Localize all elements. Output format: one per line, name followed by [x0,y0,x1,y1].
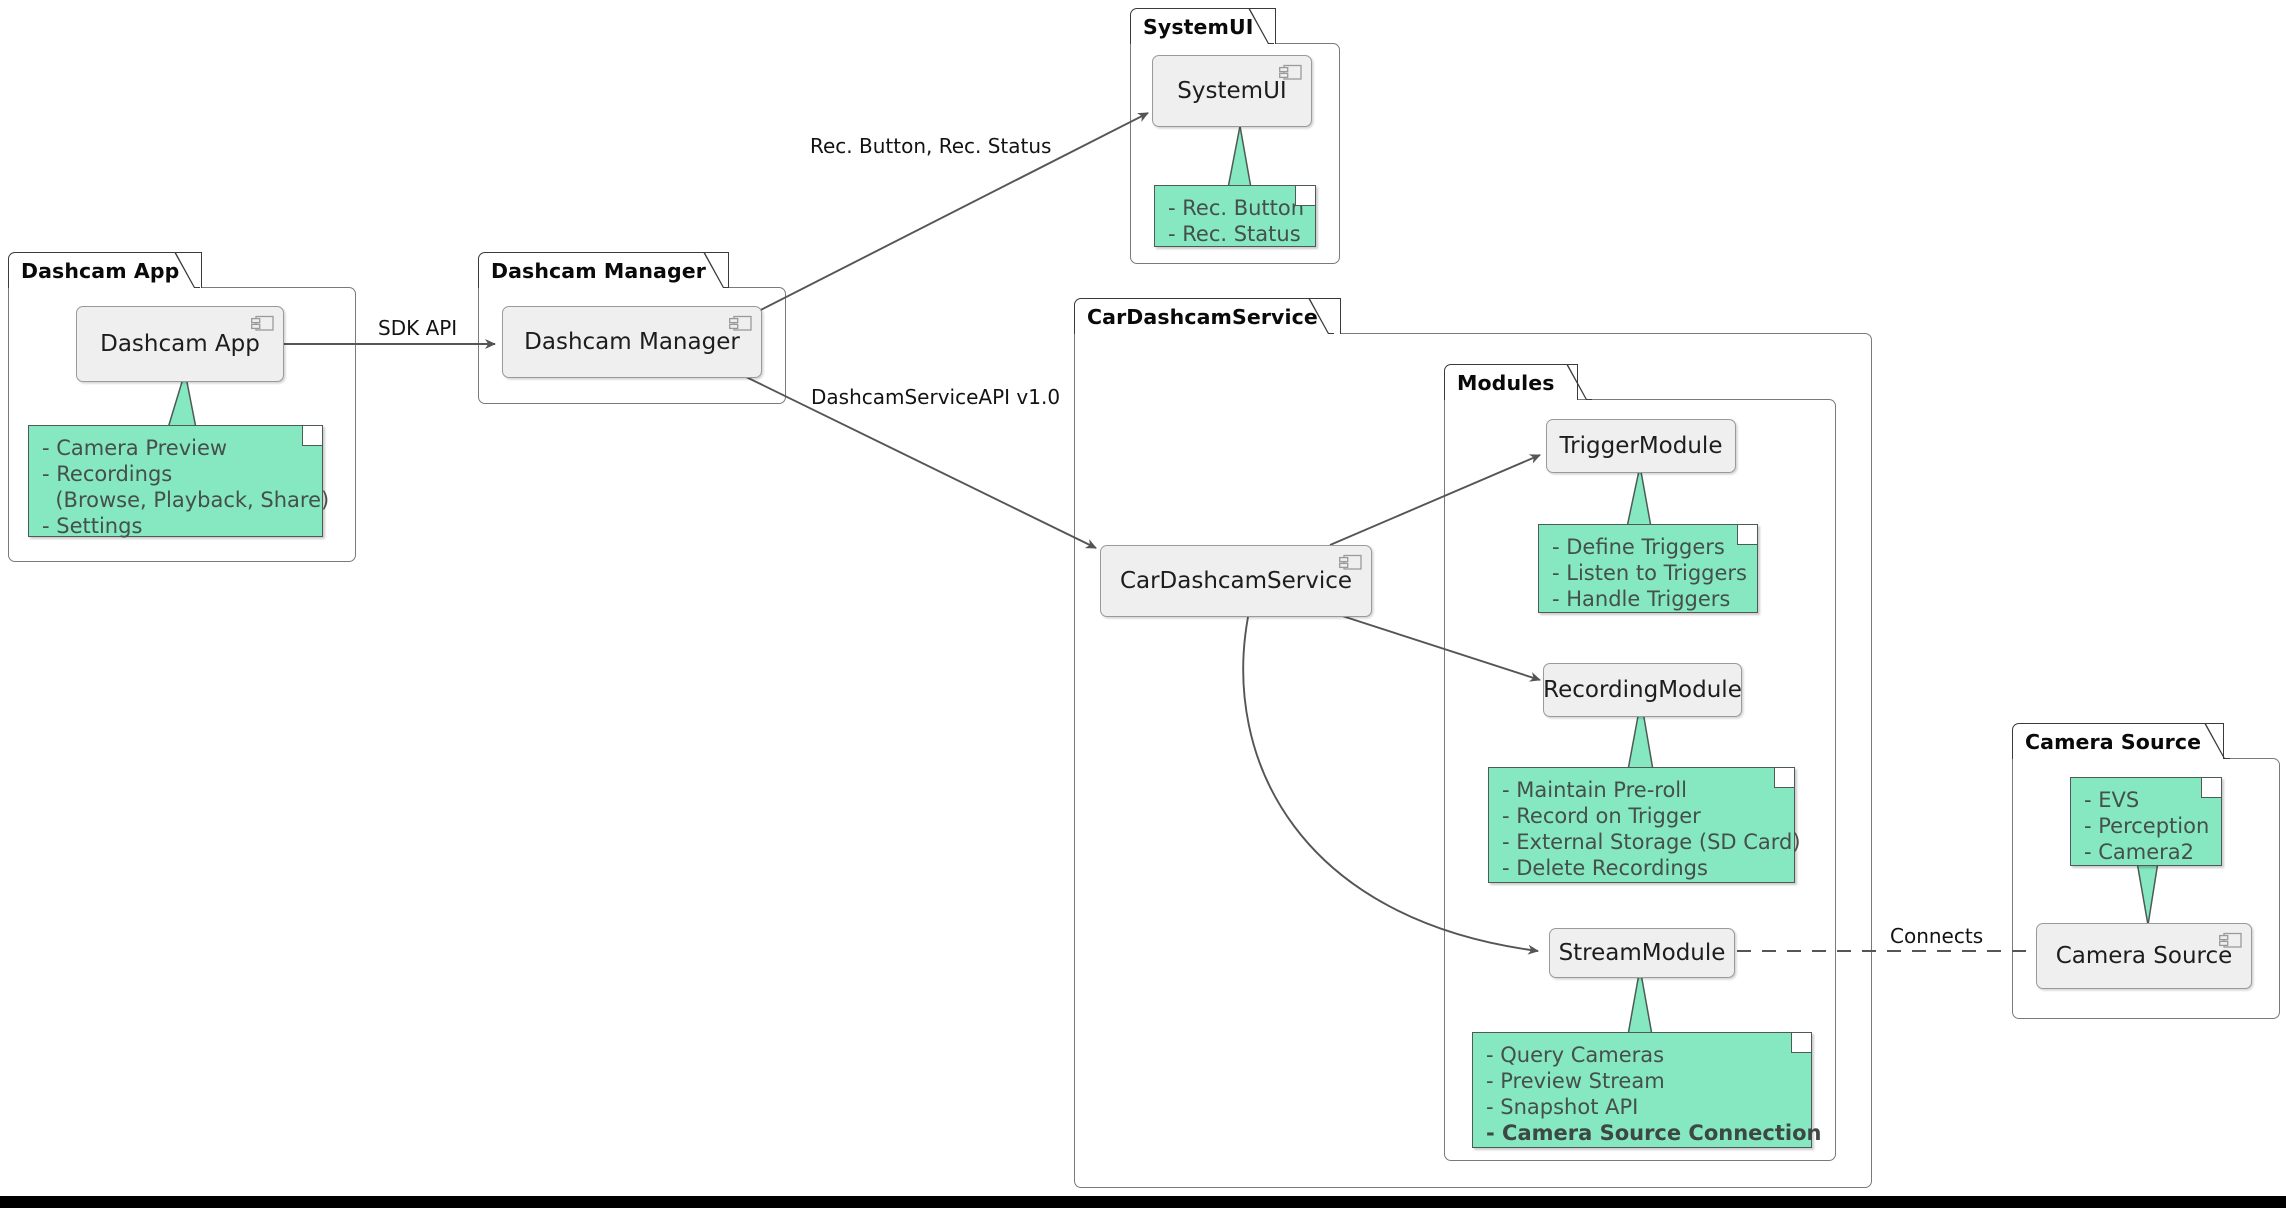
component-systemui[interactable]: SystemUI [1152,55,1312,127]
note-fold-icon [1737,525,1757,545]
edge-label-rec-button-status: Rec. Button, Rec. Status [810,134,1052,158]
component-label-trigger-module: TriggerModule [1559,433,1723,459]
note-text-recording-module: - Maintain Pre-roll - Record on Trigger … [1502,778,1801,880]
note-trigger-module: - Define Triggers - Listen to Triggers -… [1538,524,1758,613]
package-label-modules: Modules [1457,370,1555,395]
note-fold-icon [302,426,322,446]
component-icon [729,315,752,331]
package-label-dashcam-manager: Dashcam Manager [491,258,706,283]
note-text-stream-module: - Query Cameras - Preview Stream - Snaps… [1486,1043,1822,1145]
note-fold-icon [2201,778,2221,798]
note-text-stream-module-bold: - Camera Source Connection [1486,1121,1822,1145]
note-text-systemui: - Rec. Button - Rec. Status [1168,196,1305,246]
note-stream-module: - Query Cameras - Preview Stream - Snaps… [1472,1032,1821,1148]
component-label-systemui: SystemUI [1177,78,1287,104]
edge-label-connects: Connects [1890,924,1984,948]
package-dashcam-manager: Dashcam Manager [478,252,786,404]
note-text-dashcam-app: - Camera Preview - Recordings (Browse, P… [42,436,330,538]
note-dashcam-app: - Camera Preview - Recordings (Browse, P… [28,425,329,538]
note-camera-source: - EVS - Perception - Camera2 [2070,777,2222,866]
package-cardashcamservice: CarDashcamService [1074,298,1872,1188]
bottom-status-bar [0,1196,2286,1208]
component-icon [2219,932,2242,948]
package-dashcam-app: Dashcam App [8,252,356,562]
package-tab-dashcam-app: Dashcam App [8,252,203,288]
package-tab-slant-dashcam-app [174,252,200,288]
note-fold-icon [1791,1033,1811,1053]
component-label-stream-module: StreamModule [1558,940,1726,966]
note-text-trigger-module: - Define Triggers - Listen to Triggers -… [1552,535,1747,611]
note-systemui: - Rec. Button - Rec. Status [1154,185,1316,247]
package-tab-camera-source: Camera Source [2012,723,2225,759]
package-label-dashcam-app: Dashcam App [21,258,180,283]
package-label-systemui: SystemUI [1143,14,1254,39]
component-recording-module[interactable]: RecordingModule [1543,663,1742,717]
package-tab-modules: Modules [1444,364,1578,400]
package-label-cardashcamservice: CarDashcamService [1087,304,1318,329]
component-dashcam-manager[interactable]: Dashcam Manager [502,306,762,378]
component-icon [1339,554,1362,570]
package-label-camera-source: Camera Source [2025,729,2202,754]
component-stream-module[interactable]: StreamModule [1549,928,1735,978]
package-tab-slant-systemui [1248,8,1274,44]
note-text-camera-source: - EVS - Perception - Camera2 [2084,788,2210,864]
package-tab-slant-modules [1566,364,1592,400]
component-label-dashcam-manager: Dashcam Manager [524,329,740,355]
component-label-cardashcamservice: CarDashcamService [1119,568,1353,594]
component-label-recording-module: RecordingModule [1543,677,1742,703]
package-systemui: SystemUI [1130,8,1340,264]
package-tab-slant-cardashcamservice [1308,298,1334,334]
component-label-dashcam-app: Dashcam App [100,331,260,357]
package-tab-slant-dashcam-manager [703,252,729,288]
package-tab-cardashcamservice: CarDashcamService [1074,298,1341,334]
package-tab-dashcam-manager: Dashcam Manager [478,252,729,288]
edge-label-dashcam-service-api: DashcamServiceAPI v1.0 [811,385,1061,409]
component-trigger-module[interactable]: TriggerModule [1546,419,1736,473]
component-icon [251,315,274,331]
component-dashcam-app[interactable]: Dashcam App [76,306,284,382]
note-recording-module: - Maintain Pre-roll - Record on Trigger … [1488,767,1801,883]
component-icon [1279,64,1302,80]
component-cardashcamservice[interactable]: CarDashcamService [1100,545,1372,617]
package-tab-slant-camera-source [2204,723,2230,759]
edge-label-sdk-api: SDK API [378,316,458,340]
note-fold-icon [1774,768,1794,788]
component-label-camera-source: Camera Source [2055,943,2233,969]
package-camera-source: Camera Source [2012,723,2280,1019]
package-body-cardashcamservice [1074,333,1872,1188]
note-fold-icon [1295,186,1315,206]
component-camera-source[interactable]: Camera Source [2036,923,2252,989]
